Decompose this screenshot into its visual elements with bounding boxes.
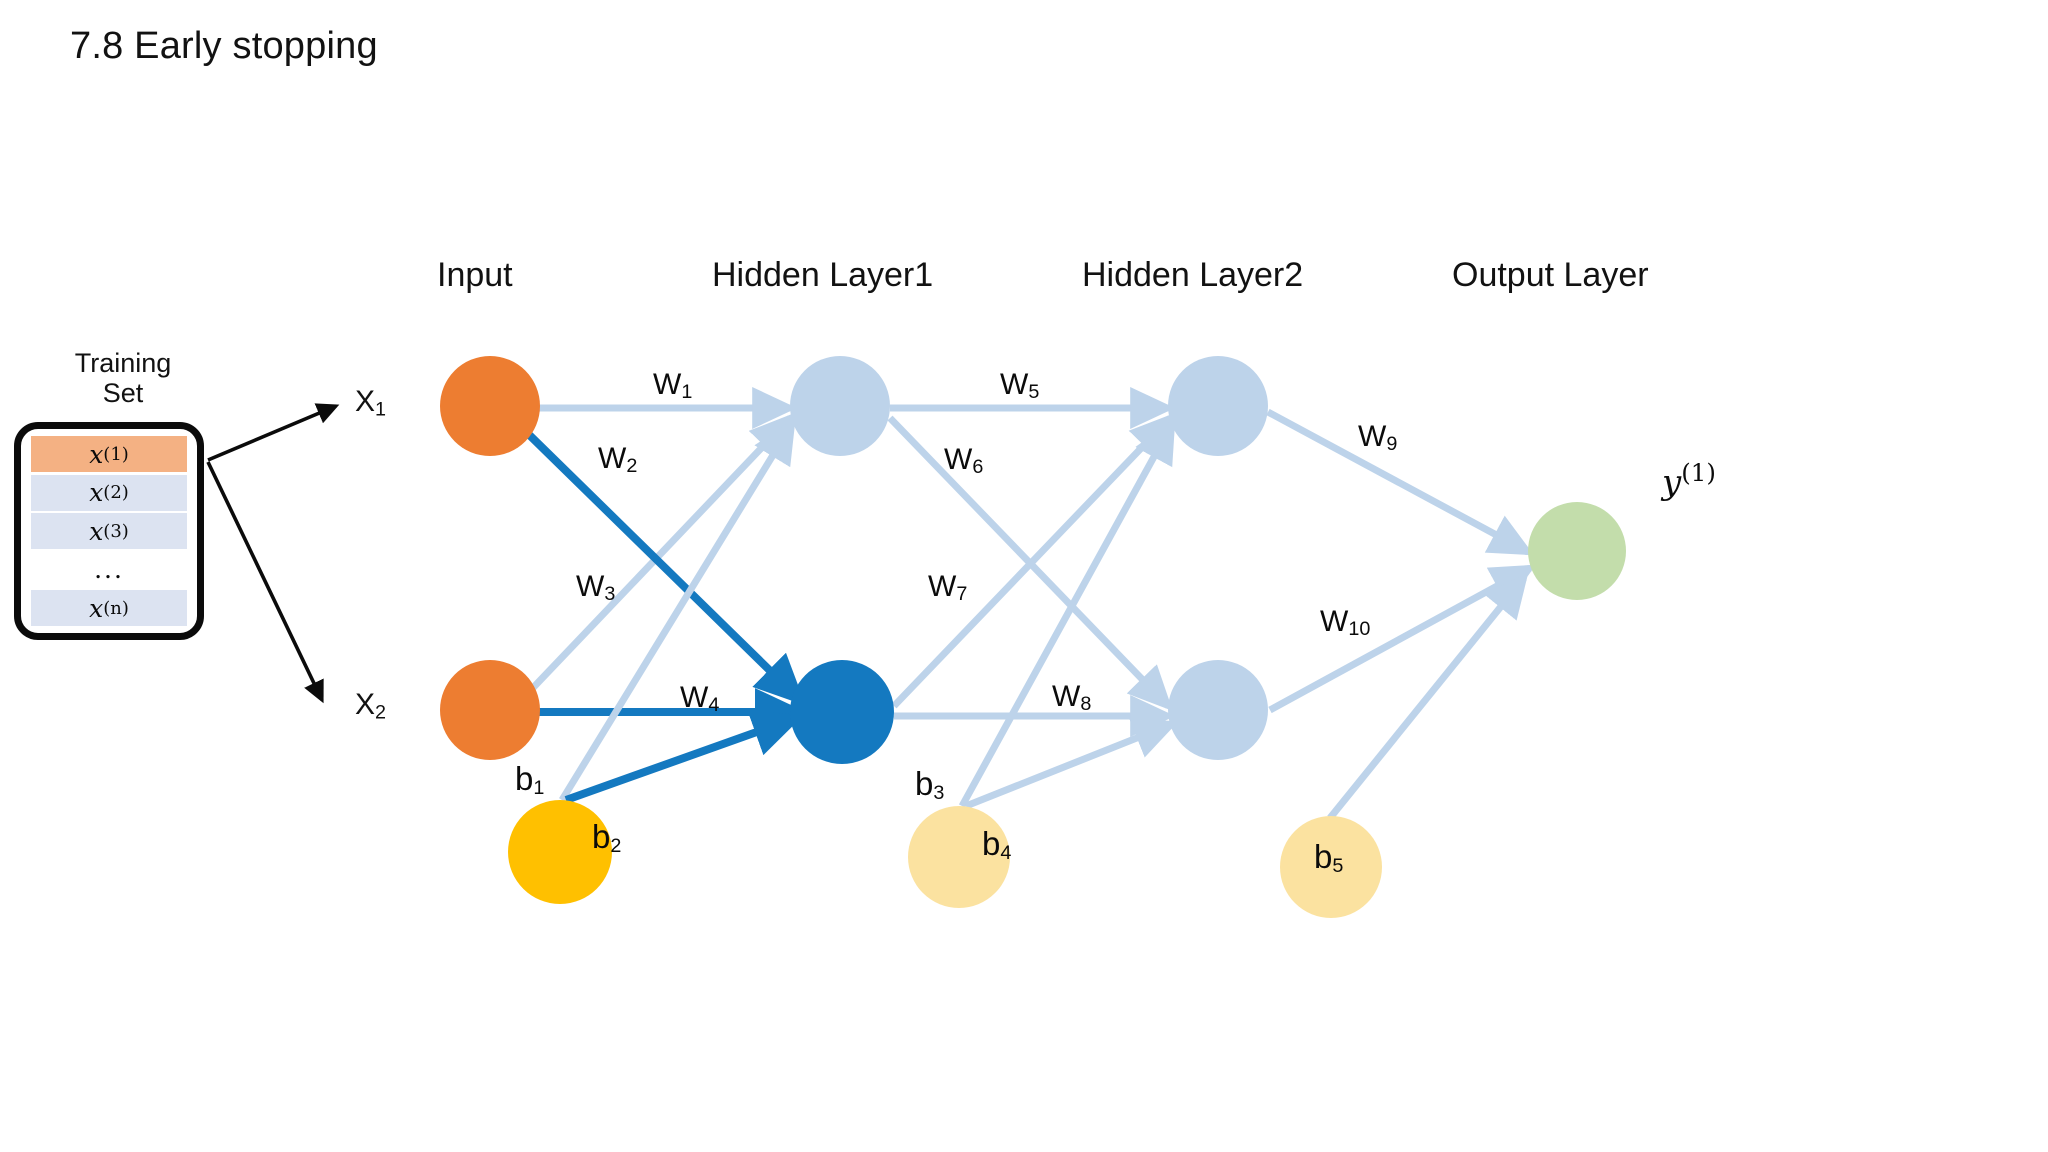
weight-label-w1-sub: 1 xyxy=(681,380,693,403)
bias-label-b3-base: b xyxy=(915,765,934,802)
edges-hidden2-to-output xyxy=(1266,408,1537,714)
output-node-y1[interactable] xyxy=(1528,502,1626,600)
training-set-box: x(1)x(2)x(3)...x(n) xyxy=(14,422,204,640)
weight-label-w5: W5 xyxy=(1000,368,1039,404)
layer-label-hidden2: Hidden Layer2 xyxy=(1082,256,1304,294)
layer-label-input: Input xyxy=(437,256,513,294)
input-label-x2-base: X xyxy=(355,688,376,721)
weight-label-w8-sub: 8 xyxy=(1080,692,1092,715)
weight-label-w10-base: W xyxy=(1320,605,1349,638)
output-label-y1: y(1) xyxy=(1662,458,1716,502)
weight-label-w1-base: W xyxy=(653,368,682,401)
training-set-row[interactable]: x(2) xyxy=(31,474,187,511)
training-set-row[interactable]: x(n) xyxy=(31,590,187,626)
bias-node-b2[interactable] xyxy=(508,800,612,904)
weight-label-w3: W3 xyxy=(576,570,615,606)
weight-label-w3-base: W xyxy=(576,570,605,603)
weight-label-w7-sub: 7 xyxy=(956,582,968,605)
input-label-x2: X2 xyxy=(355,688,386,724)
bias-label-b3: b3 xyxy=(915,765,944,805)
weight-label-w9-sub: 9 xyxy=(1386,432,1398,455)
weight-label-w9: W9 xyxy=(1358,420,1397,456)
training-set-row-base: x xyxy=(89,439,104,469)
weight-label-w9-base: W xyxy=(1358,420,1387,453)
bias-label-b2-sub: 2 xyxy=(610,834,622,857)
training-set-row-base: x xyxy=(89,478,104,507)
training-set-rows: x(1)x(2)x(3)...x(n) xyxy=(21,429,197,633)
output-label-y1-sup: (1) xyxy=(1681,458,1716,487)
hidden2-node-2[interactable] xyxy=(1168,660,1268,760)
weight-label-w2: W2 xyxy=(598,442,637,478)
bias-label-b1-sub: 1 xyxy=(533,776,545,799)
training-set-row-index: (n) xyxy=(103,597,129,619)
edges-input-to-hidden1 xyxy=(507,387,797,715)
training-set-row[interactable]: x(3) xyxy=(31,513,187,549)
training-set-caption-line1: Training xyxy=(74,348,172,378)
weight-label-w4-base: W xyxy=(680,681,709,714)
input-node-x2[interactable] xyxy=(440,660,540,760)
input-node-x1[interactable] xyxy=(440,356,540,456)
bias-label-b4: b4 xyxy=(982,825,1011,865)
weight-label-w5-base: W xyxy=(1000,368,1029,401)
bias-label-b1-base: b xyxy=(515,760,534,797)
bias-label-b3-sub: 3 xyxy=(933,781,945,804)
bias-label-b4-sub: 4 xyxy=(1000,841,1012,864)
training-set-row-base: x xyxy=(89,516,104,546)
training-set-row-index: (3) xyxy=(103,520,129,542)
weight-label-w6-sub: 6 xyxy=(972,455,984,478)
edges-bias1-to-hidden1 xyxy=(559,418,804,804)
weight-label-w8: W8 xyxy=(1052,680,1091,716)
weight-label-w6-base: W xyxy=(944,443,973,476)
bias-label-b4-base: b xyxy=(982,825,1001,862)
weight-label-w4-sub: 4 xyxy=(708,693,720,716)
input-label-x1: X1 xyxy=(355,385,386,421)
weight-label-w7: W7 xyxy=(928,570,967,606)
layer-label-hidden1: Hidden Layer1 xyxy=(712,256,934,294)
hidden2-node-1[interactable] xyxy=(1168,356,1268,456)
input-label-x2-sub: 2 xyxy=(375,701,387,724)
training-set-row-base: x xyxy=(89,593,104,623)
weight-label-w2-base: W xyxy=(598,442,627,475)
weight-label-w10-sub: 10 xyxy=(1348,617,1371,640)
weight-label-w4: W4 xyxy=(680,681,719,717)
bias-label-b2: b2 xyxy=(592,818,621,858)
edges-bias3-to-hidden2 xyxy=(958,417,1179,810)
training-set-row-index: (2) xyxy=(103,482,129,503)
hidden1-node-2-active[interactable] xyxy=(790,660,894,764)
output-label-y1-base: y xyxy=(1662,462,1682,503)
bias-label-b5-base: b xyxy=(1314,838,1333,875)
weight-label-w5-sub: 5 xyxy=(1028,380,1040,403)
slide-title: 7.8 Early stopping xyxy=(70,25,378,67)
training-set-caption: Training Set xyxy=(48,348,198,408)
bias-label-b2-base: b xyxy=(592,818,611,855)
input-label-x1-sub: 1 xyxy=(375,398,387,421)
training-set-row-index: (1) xyxy=(103,443,129,465)
training-set-row[interactable]: ... xyxy=(94,555,124,584)
layer-label-output: Output Layer xyxy=(1452,256,1649,294)
weight-label-w10: W10 xyxy=(1320,605,1370,641)
weight-label-w1: W1 xyxy=(653,368,692,404)
bias-node-b5[interactable] xyxy=(1280,816,1382,918)
input-label-x1-base: X xyxy=(355,385,376,418)
bias-label-b5: b5 xyxy=(1314,838,1343,878)
hidden1-node-1[interactable] xyxy=(790,356,890,456)
weight-label-w8-base: W xyxy=(1052,680,1081,713)
edges-hidden1-to-hidden2 xyxy=(887,387,1175,737)
bias-label-b1: b1 xyxy=(515,760,544,800)
weight-label-w2-sub: 2 xyxy=(626,454,638,477)
edges-input-to-hidden1-active xyxy=(509,415,806,736)
training-set-row[interactable]: x(1) xyxy=(31,436,187,472)
bias-node-b4[interactable] xyxy=(908,806,1010,908)
bias-label-b5-sub: 5 xyxy=(1332,854,1344,877)
weight-label-w7-base: W xyxy=(928,570,957,603)
training-set-caption-line2: Set xyxy=(102,378,144,409)
trainingset-to-input-arrows xyxy=(206,403,340,704)
weight-label-w3-sub: 3 xyxy=(604,582,616,605)
weight-label-w6: W6 xyxy=(944,443,983,479)
